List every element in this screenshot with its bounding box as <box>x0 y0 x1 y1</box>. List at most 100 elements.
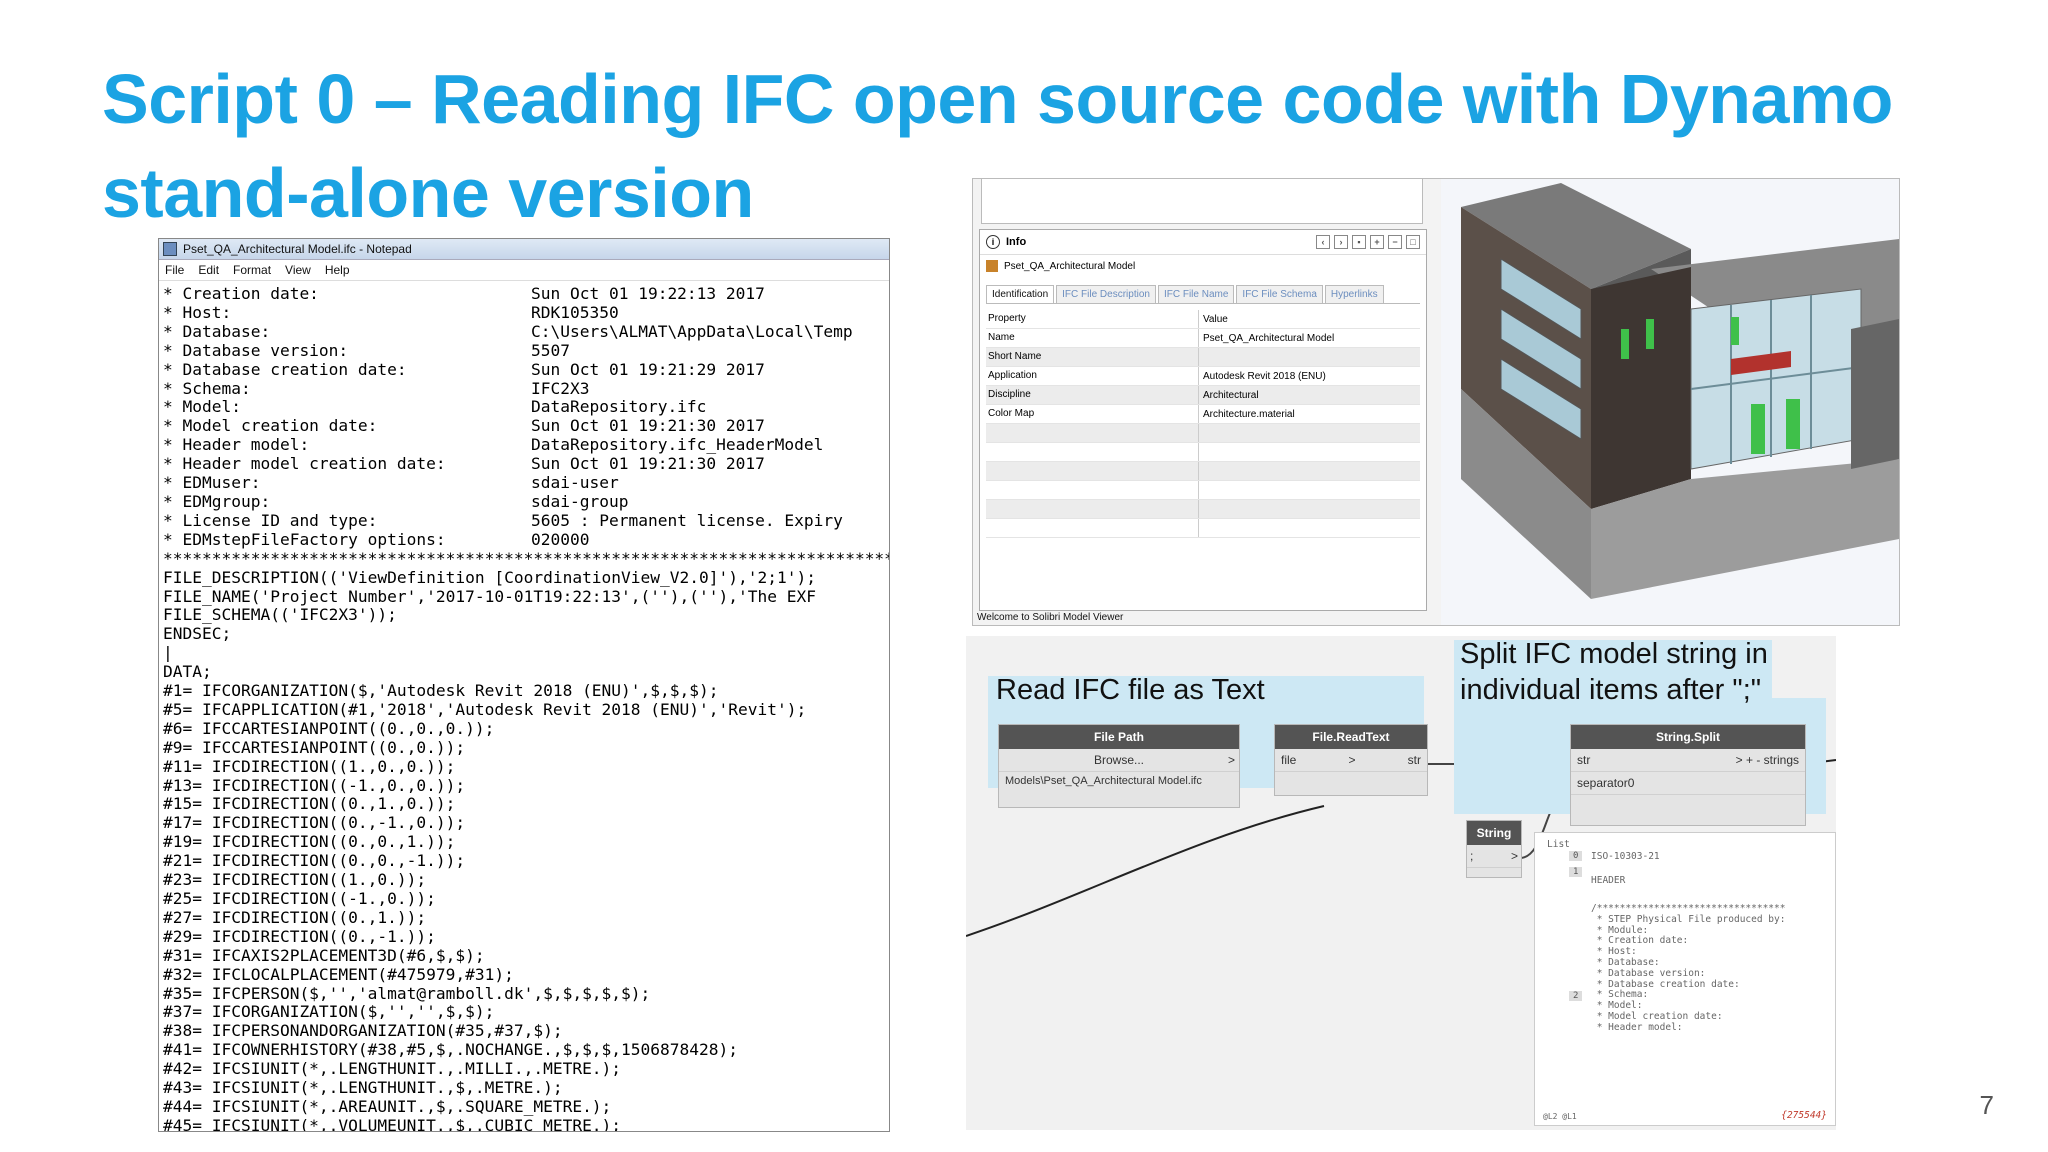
header-key: * Model creation date: <box>163 416 378 436</box>
menu-edit[interactable]: Edit <box>198 263 220 277</box>
remove-input-button[interactable]: - <box>1756 753 1761 767</box>
3d-model-viewport[interactable] <box>1441 179 1899 625</box>
notepad-text-area[interactable]: * Creation date:Sun Oct 01 19:22:13 2017… <box>159 281 889 1131</box>
notepad-header-line: * Database creation date:Sun Oct 01 19:2… <box>163 359 885 380</box>
notepad-code-line: #1= IFCORGANIZATION($,'Autodesk Revit 20… <box>163 681 719 701</box>
list-index: 2 <box>1569 991 1583 1001</box>
slide-title-line2: stand-alone version <box>102 154 754 232</box>
group-split-ifc[interactable] <box>1454 640 1772 702</box>
prop-value: Autodesk Revit 2018 (ENU) <box>1203 370 1326 382</box>
add-input-button[interactable]: + <box>1745 753 1753 767</box>
menu-file[interactable]: File <box>165 263 185 277</box>
notepad-code-line: | <box>163 643 173 663</box>
expand-icon[interactable]: + <box>1370 235 1384 249</box>
preview-line: * Host: <box>1591 946 1637 958</box>
header-key: * EDMstepFileFactory options: <box>163 529 446 549</box>
header-value: 5605 : Permanent license. Expiry <box>531 510 843 530</box>
info-object: Pset_QA_Architectural Model <box>980 255 1426 277</box>
forward-arrow-icon[interactable]: › <box>1334 235 1348 249</box>
table-row[interactable]: Color Map Architecture.material <box>986 405 1420 424</box>
table-row[interactable]: Discipline Architectural <box>986 386 1420 405</box>
split-node-title: String.Split <box>1571 725 1805 749</box>
header-key: * Host: <box>163 302 232 322</box>
table-row[interactable]: Name Pset_QA_Architectural Model <box>986 329 1420 348</box>
file-path-node[interactable]: File Path Browse... > Models\Pset_QA_Arc… <box>998 724 1240 808</box>
tab-ifc-file-schema[interactable]: IFC File Schema <box>1236 285 1323 303</box>
notepad-header-line: * EDMgroup:sdai-group <box>163 491 885 512</box>
string-split-node[interactable]: String.Split str > + - strings separator… <box>1570 724 1806 826</box>
prop-key: Application <box>986 367 1199 385</box>
info-title: Info <box>1006 236 1027 248</box>
preview-line: * Creation date: <box>1591 935 1689 947</box>
table-row-empty <box>986 481 1420 500</box>
split-input-separator[interactable]: separator0 <box>1577 776 1635 790</box>
table-row[interactable]: Short Name <box>986 348 1420 367</box>
file-readtext-node[interactable]: File.ReadText file > str <box>1274 724 1428 796</box>
preview-list-header: List <box>1547 839 1570 850</box>
header-value: DataRepository.ifc <box>531 397 707 417</box>
info-controls: ‹ › ▪ + − □ <box>1316 235 1426 249</box>
string-value-input[interactable]: ; <box>1470 849 1474 863</box>
header-value: sdai-group <box>531 491 629 511</box>
split-output-strings[interactable]: strings <box>1763 753 1799 767</box>
string-input-node[interactable]: String ; > <box>1466 820 1522 878</box>
property-table: Property Value Name Pset_QA_Architectura… <box>986 303 1420 538</box>
output-port-arrow[interactable]: > <box>1227 753 1235 767</box>
notepad-header-line: * License ID and type:5605 : Permanent l… <box>163 510 885 531</box>
notepad-code-line: #6= IFCCARTESIANPOINT((0.,0.,0.)); <box>163 718 495 738</box>
notepad-code-line: DATA; <box>163 662 212 682</box>
wire-filepath-offscreen <box>966 805 1325 937</box>
split-input-str[interactable]: str <box>1577 753 1591 767</box>
notepad-code-line: ENDSEC; <box>163 624 232 644</box>
preview-line: * Database version: <box>1591 967 1706 979</box>
notepad-header-line: * Creation date:Sun Oct 01 19:22:13 2017 <box>163 284 885 304</box>
chevron-right-icon: > <box>1348 753 1356 767</box>
collapse-icon[interactable]: − <box>1388 235 1402 249</box>
pin-icon[interactable]: ▪ <box>1352 235 1366 249</box>
dynamo-canvas[interactable]: Read IFC file as Text Split IFC model st… <box>966 636 1836 1130</box>
notepad-code-line: #43= IFCSIUNIT(*,.LENGTHUNIT.,$,.METRE.)… <box>163 1078 563 1098</box>
tab-ifc-file-description[interactable]: IFC File Description <box>1056 285 1156 303</box>
preview-levels: @L2 @L1 <box>1543 1112 1577 1121</box>
browse-button[interactable]: Browse... <box>1093 753 1144 767</box>
notepad-code-line: #23= IFCDIRECTION((1.,0.)); <box>163 870 427 890</box>
table-row-empty <box>986 500 1420 519</box>
readtext-node-title: File.ReadText <box>1275 725 1427 749</box>
page-number: 7 <box>1979 1090 1994 1120</box>
readtext-input-file[interactable]: file <box>1281 753 1297 767</box>
preview-line: * Model: <box>1591 1000 1643 1012</box>
menu-help[interactable]: Help <box>324 263 350 277</box>
menu-view[interactable]: View <box>285 263 311 277</box>
tab-ifc-file-name[interactable]: IFC File Name <box>1157 285 1235 303</box>
object-name: Pset_QA_Architectural Model <box>1004 260 1136 272</box>
header-key: * Database creation date: <box>163 359 407 379</box>
notepad-code-line: #29= IFCDIRECTION((0.,-1.)); <box>163 926 436 946</box>
notepad-code-line: #19= IFCDIRECTION((0.,0.,1.)); <box>163 832 456 852</box>
readtext-output-str[interactable]: str <box>1407 753 1421 767</box>
header-key: * Database: <box>163 321 271 341</box>
notepad-code-line: #35= IFCPERSON($,'','almat@ramboll.dk',$… <box>163 983 651 1003</box>
notepad-header-line: * Model: DataRepository.ifc <box>163 398 885 417</box>
table-row[interactable]: Application Autodesk Revit 2018 (ENU) <box>986 367 1420 386</box>
watch-preview-bubble[interactable]: List 0 ISO-10303-21 1 HEADER 2 /********… <box>1534 832 1836 1126</box>
output-port-arrow[interactable]: > <box>1510 849 1518 863</box>
prop-value: Pset_QA_Architectural Model <box>1203 332 1335 344</box>
header-value: RDK105350 <box>531 302 619 322</box>
notepad-header-line: * EDMstepFileFactory options:020000 <box>163 529 885 550</box>
string-node-title: String <box>1467 821 1521 845</box>
maximize-icon[interactable]: □ <box>1406 235 1420 249</box>
header-value: IFC2X3 <box>531 378 590 398</box>
header-key: * Creation date: <box>163 284 319 303</box>
preview-line: * Module: <box>1591 924 1649 936</box>
notepad-code-line: #9= IFCCARTESIANPOINT((0.,0.)); <box>163 737 466 757</box>
tab-identification[interactable]: Identification <box>986 285 1055 303</box>
header-value: C:\Users\ALMAT\AppData\Local\Temp <box>531 321 853 341</box>
menu-format[interactable]: Format <box>233 263 272 277</box>
preview-line: * Model creation date: <box>1591 1011 1723 1022</box>
tab-hyperlinks[interactable]: Hyperlinks <box>1324 285 1384 303</box>
header-value: sdai-user <box>531 473 619 493</box>
file-path-value: Models\Pset_QA_Architectural Model.ifc <box>999 772 1239 790</box>
back-arrow-icon[interactable]: ‹ <box>1316 235 1330 249</box>
header-key: * Model: <box>163 397 241 417</box>
header-value: Sun Oct 01 19:21:30 2017 <box>531 454 765 474</box>
